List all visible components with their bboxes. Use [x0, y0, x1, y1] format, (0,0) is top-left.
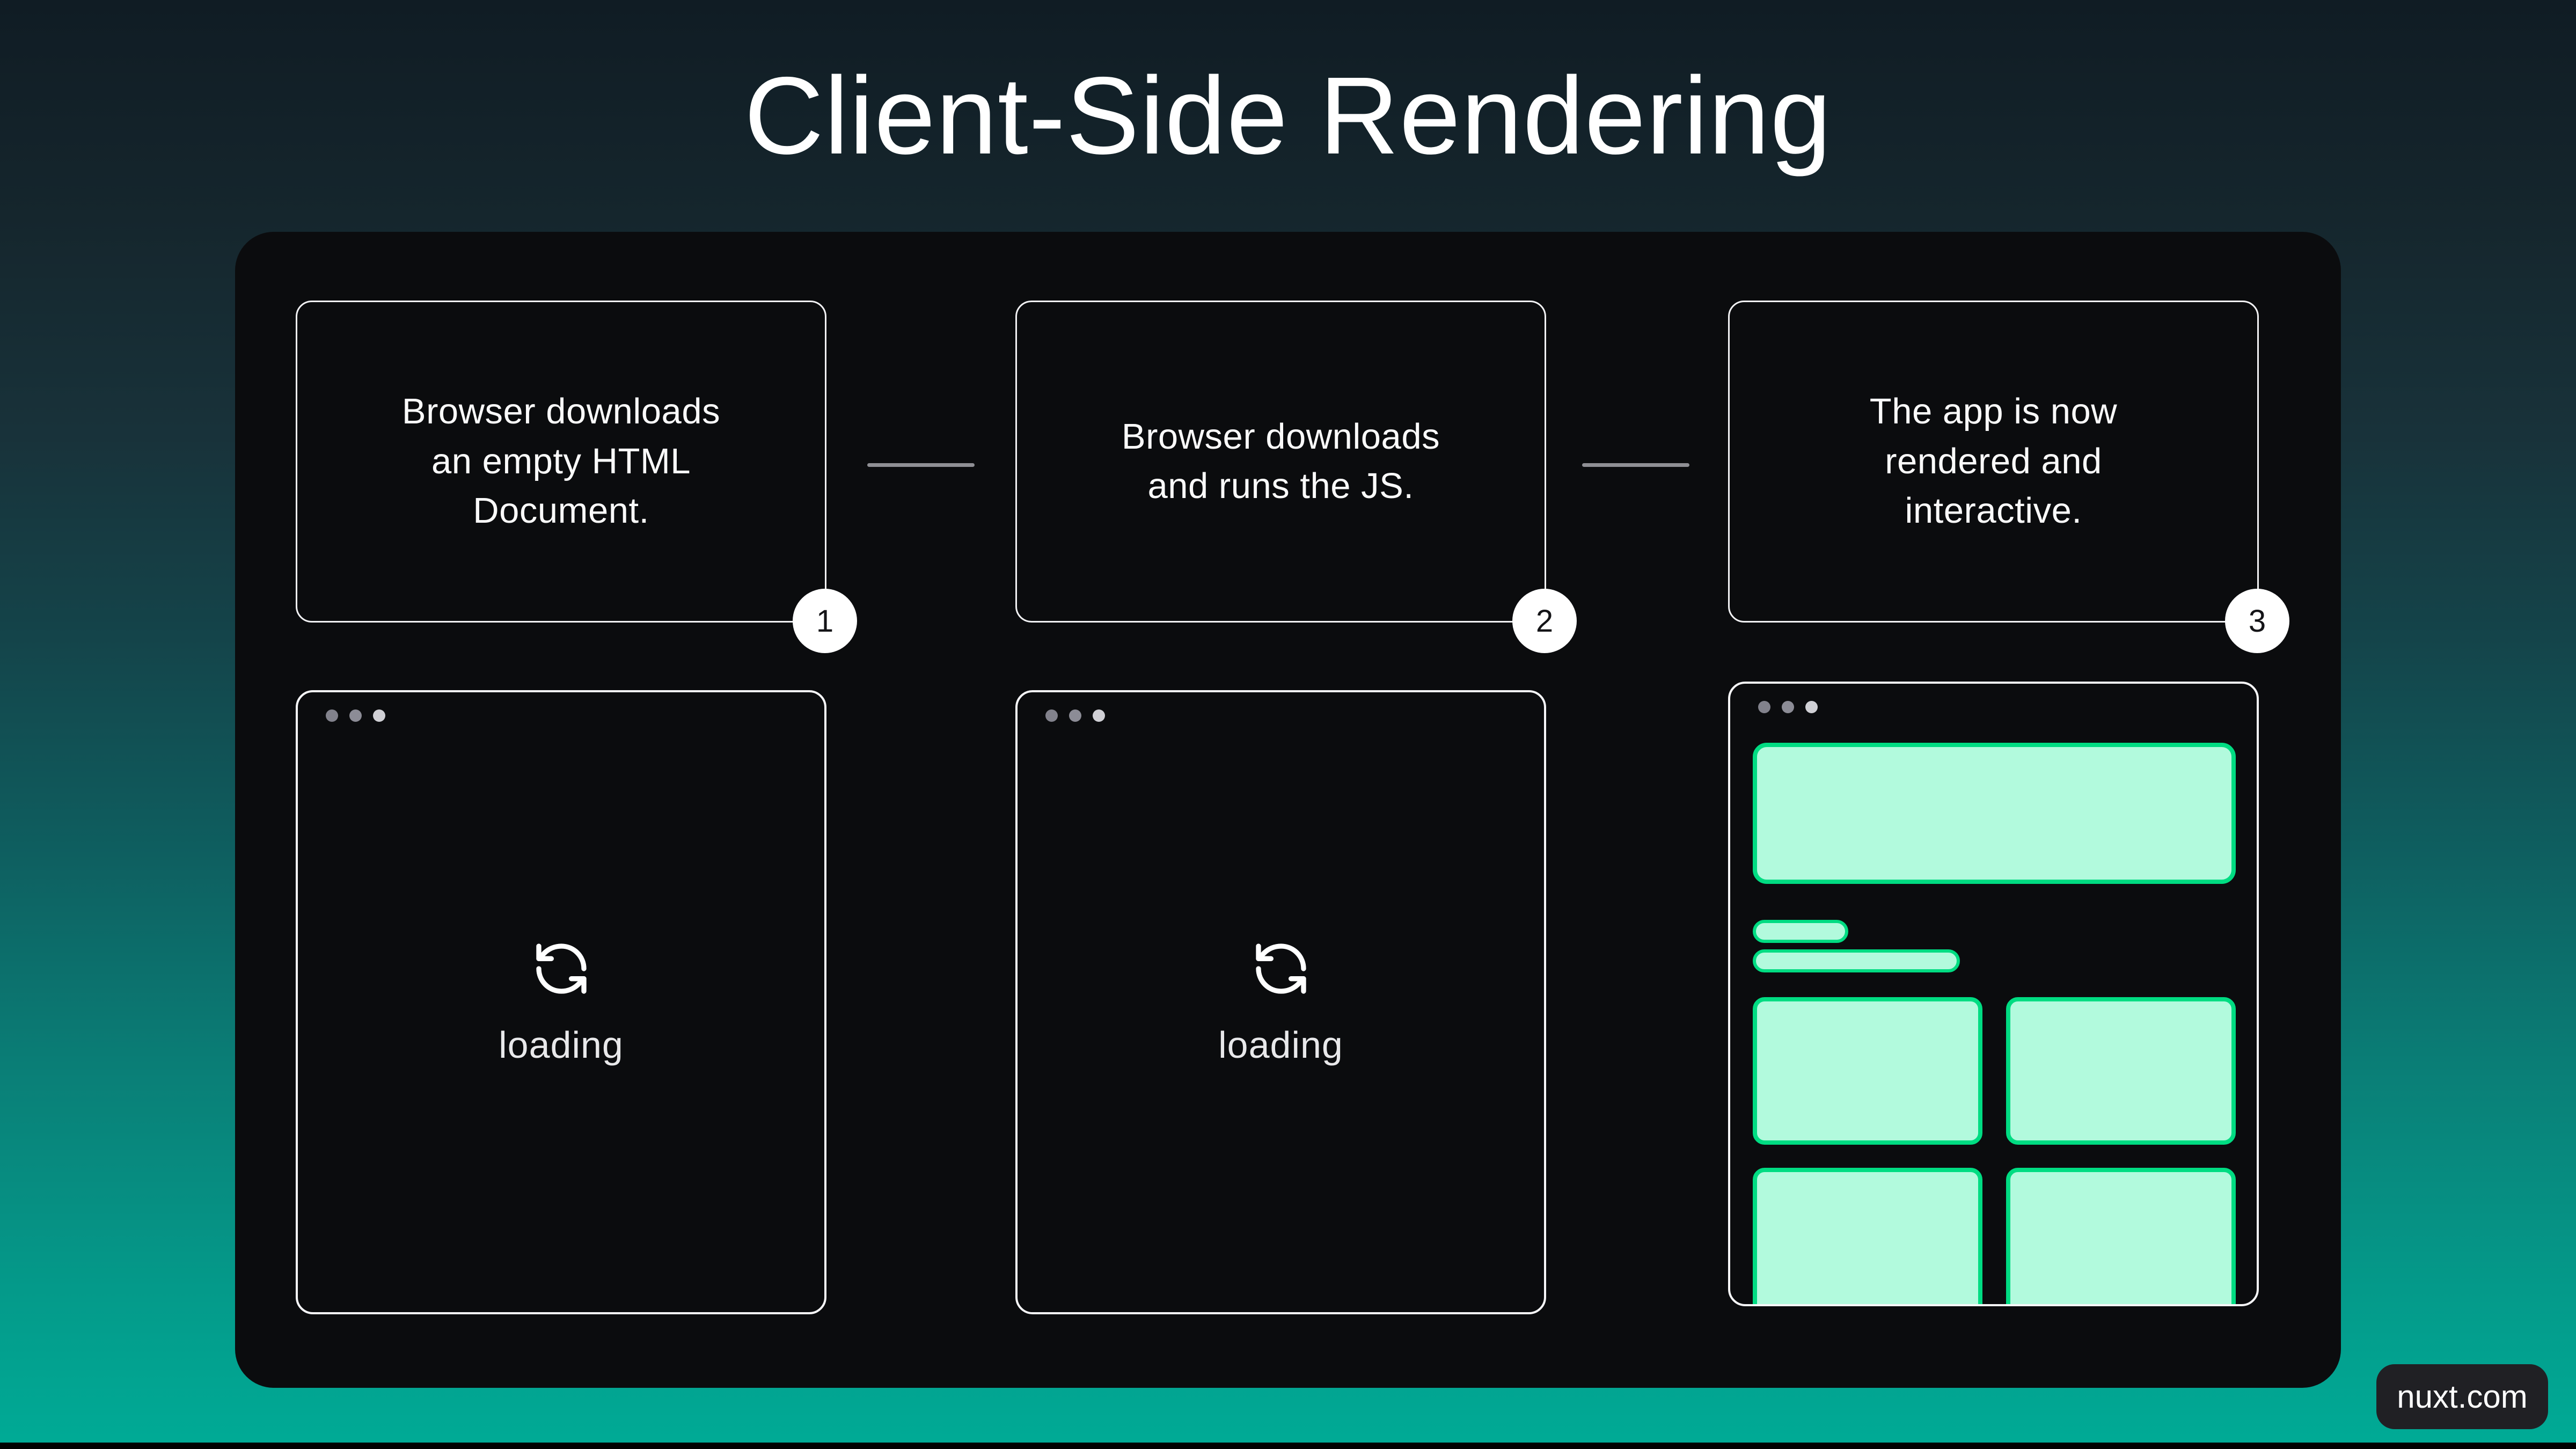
diagram-panel: Browser downloads an empty HTML Document…: [235, 232, 2341, 1388]
mock-hero-block: [1753, 743, 2236, 884]
browser-window-rendered: [1728, 682, 2259, 1306]
step-3-badge: 3: [2225, 589, 2289, 653]
window-control-dot: [326, 709, 338, 722]
window-control-dot: [1758, 701, 1770, 713]
step-2-badge: 2: [1512, 589, 1577, 653]
nuxt-watermark-badge[interactable]: nuxt.com: [2376, 1364, 2548, 1429]
window-control-dot: [1093, 709, 1105, 722]
loading-label: loading: [499, 1023, 624, 1066]
step-1-badge: 1: [793, 589, 857, 653]
step-3-box: The app is now rendered and interactive.…: [1728, 301, 2289, 653]
mock-card: [1753, 1168, 1982, 1304]
refresh-icon: [536, 943, 587, 994]
window-control-dot: [1805, 701, 1818, 713]
page-title: Client-Side Rendering: [744, 54, 1832, 177]
mock-text-line-long: [1753, 949, 1960, 972]
window-controls: [1045, 709, 1105, 722]
mock-text-line-short: [1753, 920, 1848, 943]
step-2-box: Browser downloads and runs the JS. 2: [1015, 301, 1577, 653]
browser-window-loading-2: loading: [1015, 690, 1546, 1314]
step-1-box: Browser downloads an empty HTML Document…: [296, 301, 857, 653]
connector-line-1: [867, 463, 975, 467]
mock-card: [1753, 997, 1982, 1145]
window-control-dot: [1069, 709, 1081, 722]
window-control-dot: [1045, 709, 1058, 722]
mock-card: [2006, 997, 2236, 1145]
step-2-description: Browser downloads and runs the JS.: [1121, 416, 1440, 506]
browser-window-loading-1: loading: [296, 690, 826, 1314]
window-controls: [326, 709, 385, 722]
mock-card: [2006, 1168, 2236, 1304]
window-control-dot: [1782, 701, 1794, 713]
bottom-edge-bar: [0, 1443, 2576, 1449]
refresh-icon: [1255, 943, 1306, 994]
step-1-description: Browser downloads an empty HTML Document…: [401, 391, 721, 531]
connector-line-2: [1582, 463, 1689, 467]
loading-label: loading: [1218, 1023, 1343, 1066]
window-control-dot: [373, 709, 385, 722]
window-controls: [1758, 701, 1818, 713]
window-control-dot: [349, 709, 362, 722]
loading-state: loading: [1018, 692, 1544, 1312]
loading-state: loading: [298, 692, 824, 1312]
step-3-description: The app is now rendered and interactive.: [1869, 391, 2118, 531]
